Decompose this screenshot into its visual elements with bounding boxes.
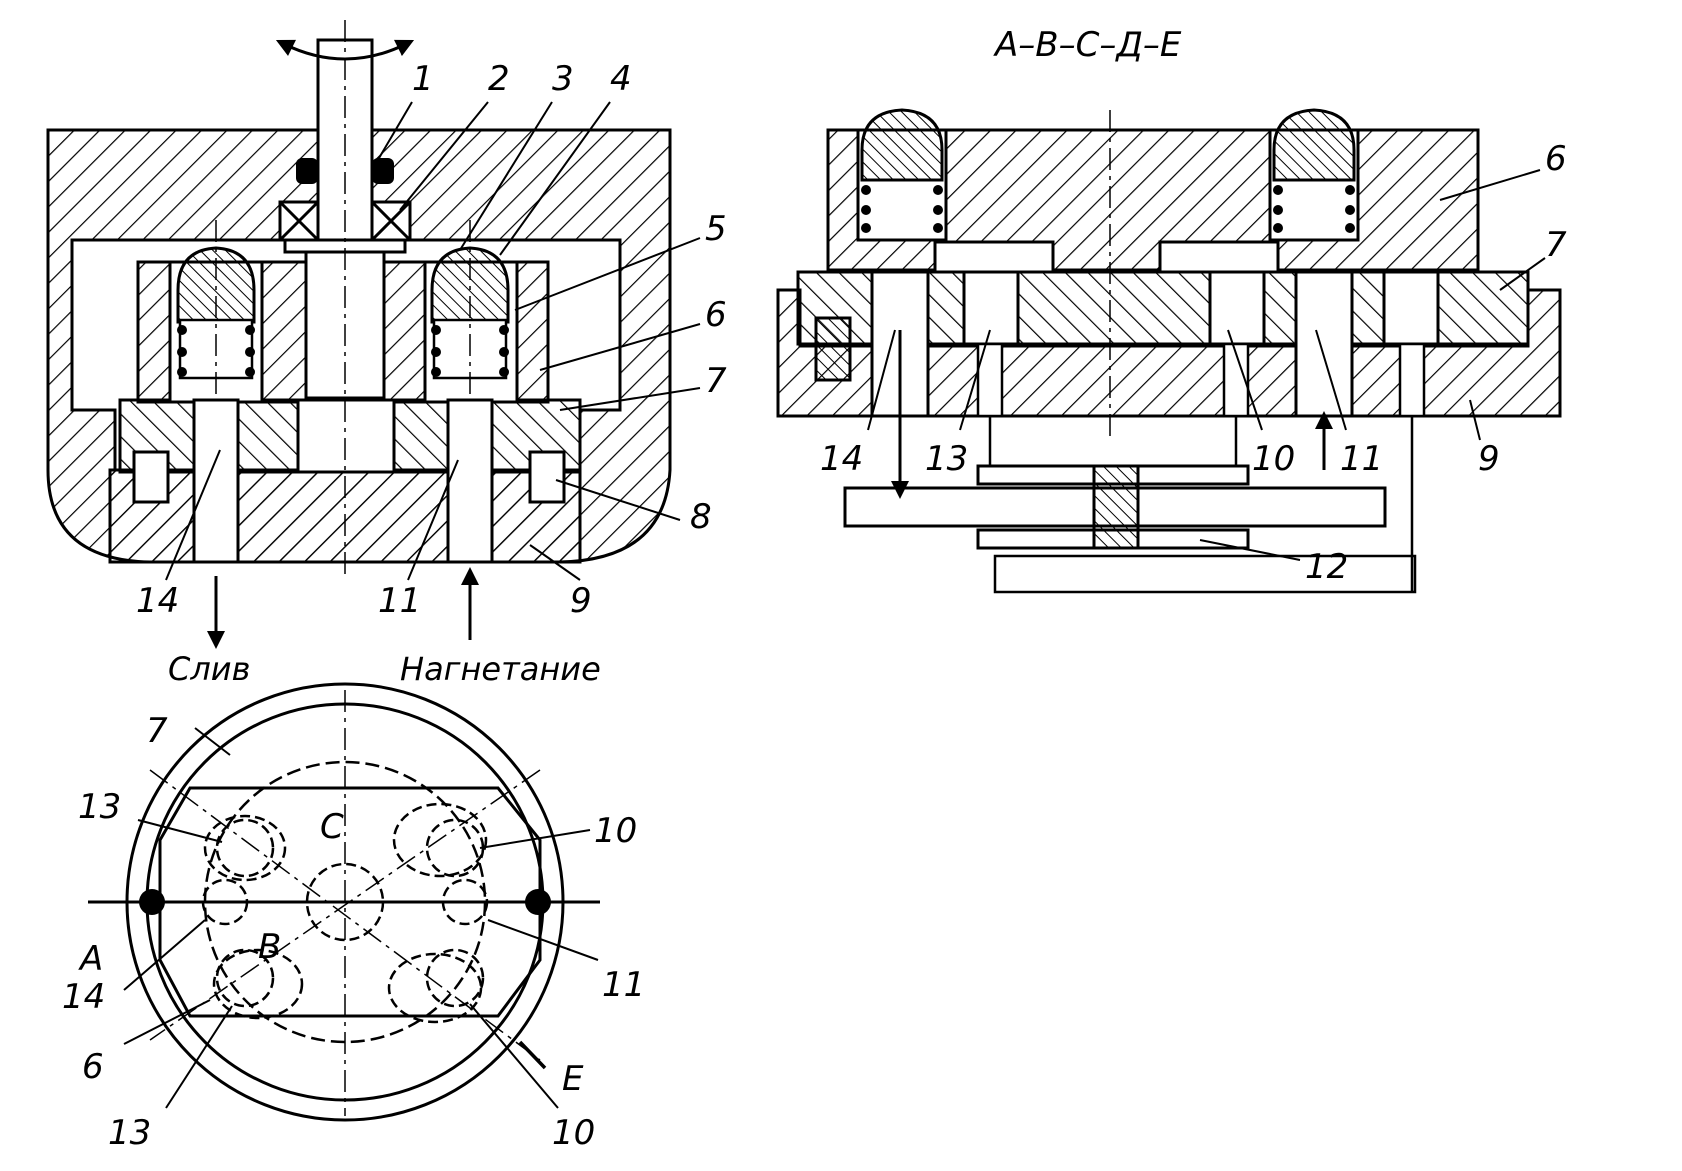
center-port [296, 398, 396, 474]
plan-label-13-top: 13 [78, 787, 121, 827]
plan-label-14: 14 [62, 977, 105, 1017]
seal-1-right [372, 158, 394, 184]
label-11: 11 [378, 581, 421, 621]
plan-label-c: C [320, 807, 344, 847]
rotor-outline-6 [158, 786, 542, 1018]
right-label-14: 14 [820, 439, 863, 479]
pin-8-right [528, 450, 566, 504]
section-title: A–B–C–Д–E [993, 25, 1182, 65]
right-label-6: 6 [1545, 139, 1567, 179]
plan-label-a: A [78, 939, 103, 979]
label-5: 5 [705, 209, 727, 249]
right-label-10: 10 [1252, 439, 1295, 479]
leader-lines [165, 101, 701, 581]
drain-channel [192, 398, 240, 564]
label-14: 14 [136, 581, 179, 621]
right-label-11: 11 [1340, 439, 1383, 479]
plan-label-10-top: 10 [594, 811, 637, 851]
bearing-2 [278, 200, 412, 242]
label-9: 9 [570, 581, 592, 621]
plan-label-6: 6 [82, 1047, 104, 1087]
spring-coils [177, 325, 509, 377]
right-label-9: 9 [1478, 439, 1500, 479]
plan-label-e: E [562, 1059, 584, 1099]
label-2: 2 [488, 59, 510, 99]
plan-label-7: 7 [146, 711, 168, 751]
rotation-arrow [275, 39, 415, 61]
right-label-12: 12 [1305, 547, 1348, 587]
pin-8-left [132, 450, 170, 504]
label-6: 6 [705, 295, 727, 335]
label-8: 8 [690, 497, 712, 537]
left-section-view: 1 2 3 4 5 6 7 8 9 11 14 Слив Нагнетание [46, 20, 727, 688]
plan-label-13-bottom: 13 [108, 1113, 151, 1153]
right-section-view: A–B–C–Д–E [776, 25, 1567, 594]
label-4: 4 [610, 59, 632, 99]
bottom-plan-view: 7 13 C 10 A B 11 14 6 E 13 10 [62, 682, 645, 1153]
label-7: 7 [705, 361, 727, 401]
label-1: 1 [412, 59, 434, 99]
plan-label-b: B [258, 927, 281, 967]
plan-label-10-bottom: 10 [552, 1113, 595, 1153]
caption-drain: Слив [168, 650, 250, 688]
right-label-13: 13 [925, 439, 968, 479]
pressure-channel [446, 398, 494, 564]
caption-pressure: Нагнетание [400, 650, 601, 688]
label-3: 3 [552, 59, 574, 99]
right-label-7: 7 [1545, 225, 1567, 265]
plan-label-11: 11 [602, 965, 645, 1005]
seal-1-left [296, 158, 318, 184]
